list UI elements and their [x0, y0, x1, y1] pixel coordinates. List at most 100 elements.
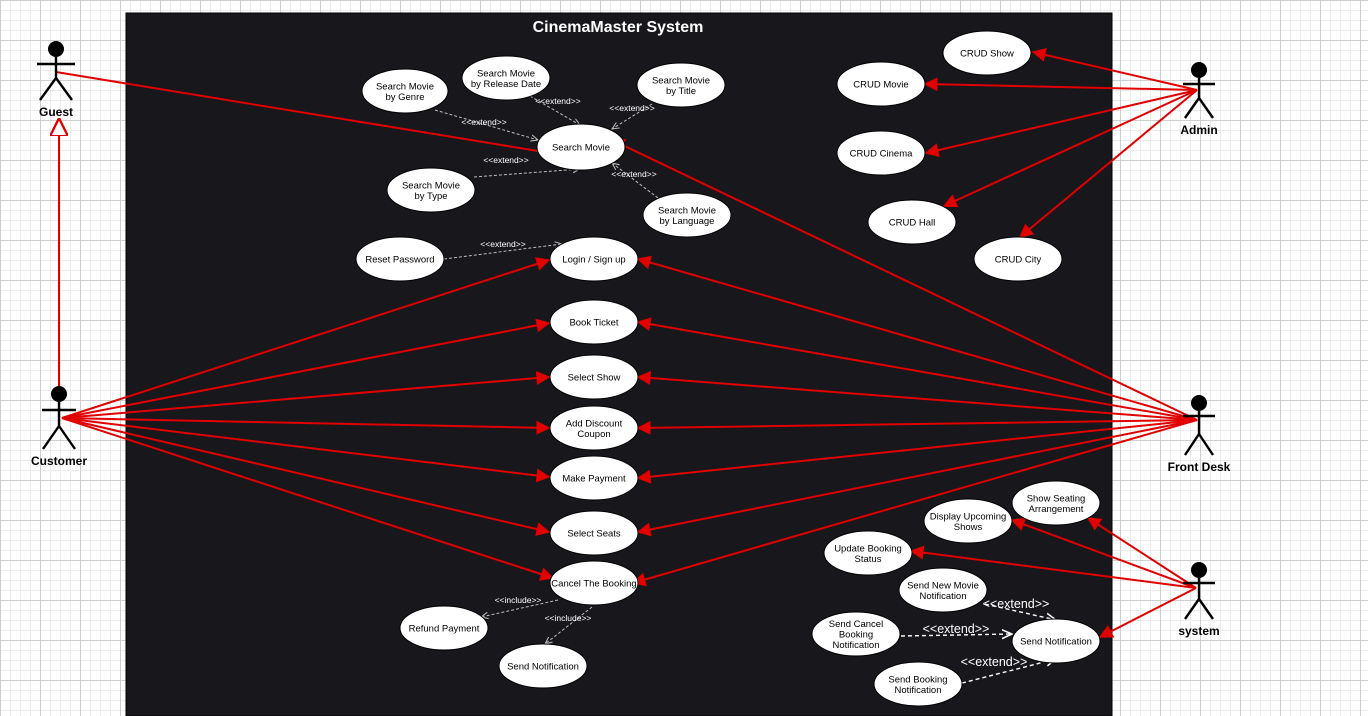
- actor-label-admin: Admin: [1180, 123, 1217, 137]
- assoc-admin-crud-cinema: [924, 89, 1198, 157]
- use-case-shape[interactable]: [498, 643, 588, 689]
- extend-new-movie-line: [984, 603, 1056, 620]
- use-case-shape[interactable]: [836, 61, 926, 107]
- use-case-shape[interactable]: [1011, 618, 1101, 664]
- use-case-search-movie[interactable]: Search Movie: [536, 123, 626, 171]
- use-case-send-notification-right[interactable]: Send Notification: [1011, 618, 1101, 664]
- assoc-customer-login: [61, 257, 551, 419]
- include-refund-line: [481, 599, 559, 617]
- use-case-book-ticket[interactable]: Book Ticket: [549, 299, 639, 345]
- use-case-shape[interactable]: [536, 123, 626, 171]
- actor-admin[interactable]: Admin: [1180, 62, 1218, 137]
- use-case-reset-password[interactable]: Reset Password: [355, 236, 445, 282]
- actor-body: [1183, 411, 1215, 456]
- use-case-shape[interactable]: [549, 455, 639, 501]
- assoc-customer-seats: [61, 417, 551, 536]
- extend-title-line: [612, 103, 653, 129]
- assoc-customer-show: [61, 371, 551, 419]
- use-case-crud-show[interactable]: CRUD Show: [942, 30, 1032, 76]
- stereo-extend-type: <<extend>>: [483, 155, 528, 165]
- use-case-shape[interactable]: [873, 661, 963, 707]
- use-case-shape[interactable]: [549, 560, 639, 606]
- use-case-shape[interactable]: [642, 192, 732, 238]
- actor-guest[interactable]: Guest: [37, 41, 75, 119]
- stereo-extend-reset: <<extend>>: [480, 239, 525, 249]
- use-case-shape[interactable]: [942, 30, 1032, 76]
- use-case-shape[interactable]: [1011, 480, 1101, 526]
- use-case-shape[interactable]: [973, 236, 1063, 282]
- use-case-crud-city[interactable]: CRUD City: [973, 236, 1063, 282]
- actor-head: [1191, 395, 1207, 411]
- associations: [56, 48, 1198, 638]
- stereo-extend-cancel-notif: <<extend>>: [923, 622, 990, 636]
- use-case-crud-cinema[interactable]: CRUD Cinema: [836, 130, 926, 176]
- assoc-frontdesk-seats: [636, 419, 1198, 537]
- actor-customer[interactable]: Customer: [31, 386, 87, 468]
- use-case-crud-hall[interactable]: CRUD Hall: [867, 199, 957, 245]
- use-case-shape[interactable]: [867, 199, 957, 245]
- use-case-cancel-booking[interactable]: Cancel The Booking: [549, 560, 639, 606]
- actor-label-guest: Guest: [39, 105, 73, 119]
- use-case-shape[interactable]: [399, 605, 489, 651]
- assoc-system-upcoming: [1010, 517, 1197, 589]
- extend-type-line: [473, 169, 580, 178]
- use-case-select-show[interactable]: Select Show: [549, 354, 639, 400]
- assoc-customer-payment: [61, 417, 551, 483]
- stereo-extend-new-movie: <<extend>>: [983, 597, 1050, 611]
- system-title: CinemaMaster System: [533, 19, 704, 36]
- use-case-shape[interactable]: [898, 567, 988, 613]
- use-case-send-notification-left[interactable]: Send Notification: [498, 643, 588, 689]
- use-case-login[interactable]: Login / Sign up: [549, 236, 639, 282]
- use-case-shape[interactable]: [361, 68, 449, 114]
- use-case-shape[interactable]: [811, 611, 901, 657]
- actor-front-desk[interactable]: Front Desk: [1168, 395, 1231, 474]
- use-case-refund-payment[interactable]: Refund Payment: [399, 605, 489, 651]
- use-case-select-seats[interactable]: Select Seats: [549, 510, 639, 556]
- use-case-shape[interactable]: [386, 167, 476, 213]
- use-case-shape[interactable]: [549, 299, 639, 345]
- use-case-shape[interactable]: [823, 530, 913, 576]
- actor-head: [48, 41, 64, 57]
- actor-label-front-desk: Front Desk: [1168, 460, 1231, 474]
- actor-system[interactable]: system: [1178, 562, 1220, 638]
- use-case-make-payment[interactable]: Make Payment: [549, 455, 639, 501]
- assoc-frontdesk-discount: [636, 419, 1198, 435]
- extend-booking-notif-line: [961, 659, 1056, 684]
- assoc-customer-book: [61, 318, 551, 419]
- stereo-extend-booking-notif: <<extend>>: [961, 655, 1028, 669]
- use-case-shape[interactable]: [549, 405, 639, 451]
- use-case-shape[interactable]: [636, 62, 726, 108]
- use-case-shape[interactable]: [549, 354, 639, 400]
- assoc-system-send-notification: [1098, 587, 1197, 638]
- extend-cancel-notif-line: [900, 634, 1012, 636]
- use-case-shape[interactable]: [355, 236, 445, 282]
- actor-label-system: system: [1178, 624, 1219, 638]
- use-case-shape[interactable]: [836, 130, 926, 176]
- assoc-system-update-booking: [909, 545, 1197, 589]
- assoc-admin-crud-movie: [923, 77, 1198, 92]
- use-case-shape[interactable]: [461, 55, 551, 101]
- assoc-frontdesk-login: [636, 255, 1198, 421]
- use-case-shape[interactable]: [549, 510, 639, 556]
- stereo-extend-language: <<extend>>: [611, 169, 656, 179]
- use-case-shape[interactable]: [923, 498, 1013, 544]
- actor-head: [1191, 562, 1207, 578]
- use-case-crud-movie[interactable]: CRUD Movie: [836, 61, 926, 107]
- stereo-include-refund: <<include>>: [495, 595, 542, 605]
- assoc-frontdesk-cancel: [631, 419, 1198, 587]
- actor-body: [1183, 578, 1215, 620]
- use-case-shape[interactable]: [549, 236, 639, 282]
